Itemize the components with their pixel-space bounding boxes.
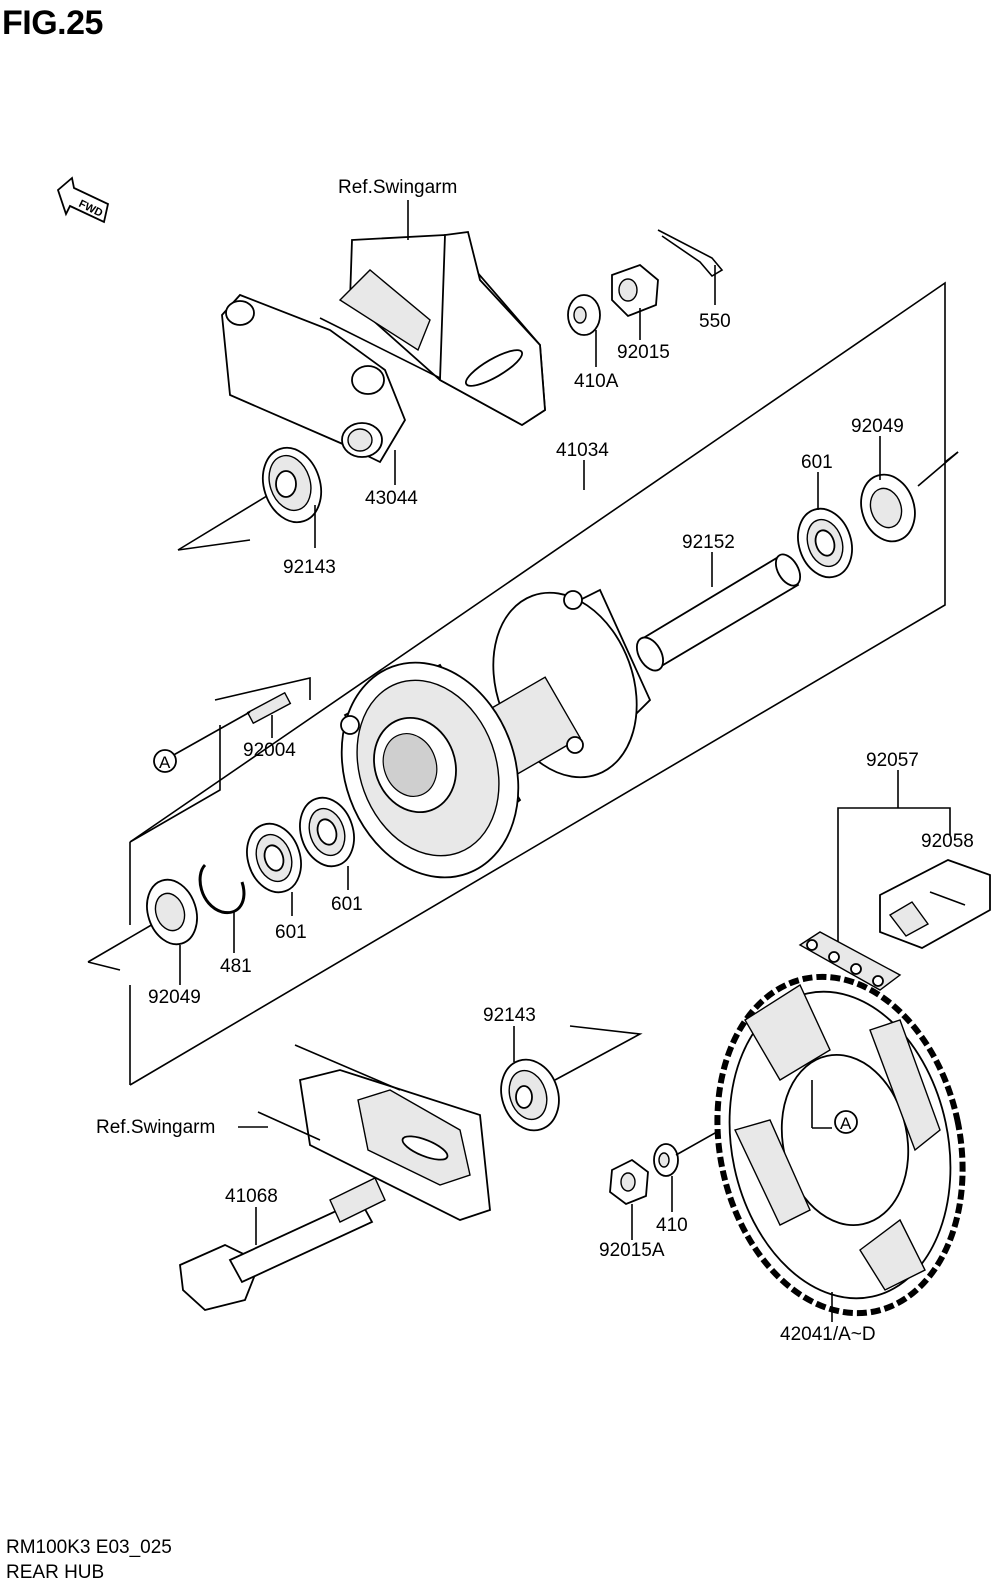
marker-a-sprocket: A (834, 1110, 858, 1134)
callout-92049-left: 92049 (148, 987, 201, 1008)
callout-ref-swingarm-top: Ref.Swingarm (338, 177, 457, 198)
axle-41068 (179, 1177, 386, 1311)
callout-41068: 41068 (225, 1186, 278, 1207)
oil-seal-92049-left (146, 878, 198, 946)
chain-92057 (798, 807, 951, 991)
bearing-601-right (797, 507, 853, 579)
callout-ref-swingarm-bottom: Ref.Swingarm (96, 1117, 215, 1138)
callout-410a: 410A (574, 371, 619, 392)
callout-92057: 92057 (866, 750, 919, 771)
callout-481: 481 (220, 956, 252, 977)
spacer-92143-top (261, 446, 323, 524)
chain-adjuster-43044 (221, 293, 407, 464)
washer-410a (567, 294, 601, 336)
callout-92049-right: 92049 (851, 416, 904, 437)
marker-a-left: A (153, 749, 177, 773)
figure-title: FIG.25 (2, 4, 103, 42)
swingarm-lower (257, 1044, 491, 1221)
nut-92015a (609, 1158, 649, 1206)
washer-410 (653, 1143, 679, 1177)
callout-42041: 42041/A~D (780, 1324, 876, 1345)
assembly-frame-lines (87, 281, 959, 1086)
callout-550: 550 (699, 311, 731, 332)
callout-41034: 41034 (556, 440, 609, 461)
chain-joint-92058 (879, 859, 991, 949)
swingarm-upper (319, 231, 546, 427)
bearing-601-left-a (299, 796, 355, 868)
leader-lines (179, 200, 899, 1322)
stud-92004 (169, 691, 292, 758)
circlip-481 (198, 863, 246, 915)
callout-92058: 92058 (921, 831, 974, 852)
nut-92015 (611, 263, 659, 318)
callout-92152: 92152 (682, 532, 735, 553)
callout-43044: 43044 (365, 488, 418, 509)
cotter-pin-550 (657, 229, 724, 278)
spacer-92143-bottom (500, 1058, 560, 1132)
callout-92143-top: 92143 (283, 557, 336, 578)
oil-seal-92049-right (860, 473, 916, 543)
figure-name: REAR HUB (6, 1562, 105, 1583)
svg-text:A: A (840, 1114, 852, 1133)
callout-601-a: 601 (331, 894, 363, 915)
callout-410: 410 (656, 1215, 688, 1236)
callout-92015a: 92015A (599, 1240, 665, 1261)
spacer-92152 (635, 553, 802, 672)
figure-code: RM100K3 E03_025 (6, 1537, 172, 1558)
callout-92143-bottom: 92143 (483, 1005, 536, 1026)
bearing-601-left-b (246, 822, 302, 894)
callout-92015: 92015 (617, 342, 670, 363)
callout-601-b: 601 (275, 922, 307, 943)
sprocket-42041 (714, 973, 966, 1317)
callout-92004: 92004 (243, 740, 296, 761)
svg-text:A: A (159, 753, 171, 772)
fwd-arrow-icon: FWD (56, 176, 110, 224)
hub-41034 (340, 588, 652, 879)
callout-601-right: 601 (801, 452, 833, 473)
